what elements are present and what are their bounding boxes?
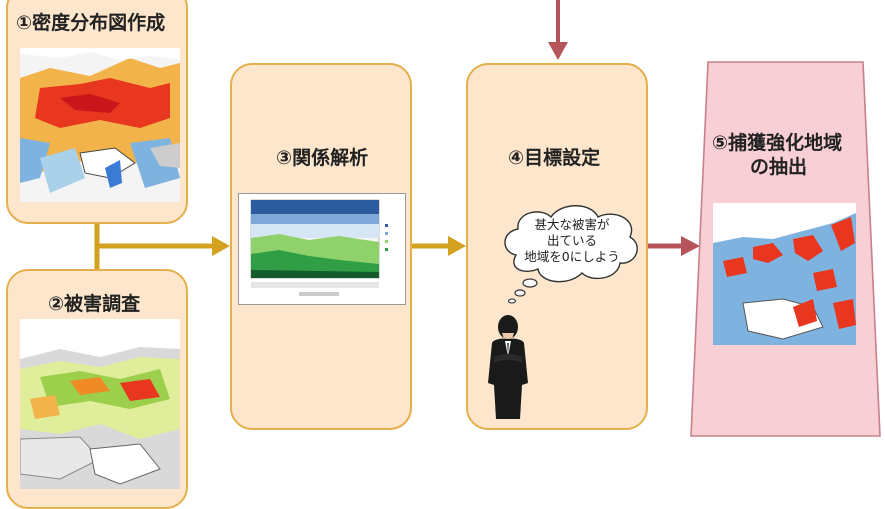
bubble-line1: 甚大な被害が — [534, 217, 610, 232]
businessman-illustration — [488, 315, 528, 419]
step2-box: ②被害調査 — [6, 269, 188, 509]
incoming-arrow — [548, 0, 568, 60]
bubble-line2: 出ている — [546, 233, 597, 248]
step5-title-line2: の抽出 — [750, 156, 808, 178]
step2-title: ②被害調査 — [48, 293, 141, 315]
damage-map — [20, 319, 180, 489]
density-map — [20, 48, 180, 202]
relation-chart-thumbnail — [238, 193, 406, 305]
step4-title: ④目標設定 — [508, 147, 601, 169]
step1-box: ①密度分布図作成 — [6, 0, 188, 224]
bubble-line3: 地域を0にしよう — [524, 249, 620, 264]
step3-box: ③関係解析 — [230, 63, 412, 430]
step5-title-line1: ⑤捕獲強化地域 — [712, 132, 843, 154]
step1-title: ①密度分布図作成 — [16, 12, 166, 34]
step4-box: ④目標設定 甚大な被害が 出ている 地域を0にしよう — [466, 63, 648, 430]
capture-area-map — [713, 203, 856, 345]
thought-bubble — [504, 205, 638, 304]
connector-arrows — [94, 222, 700, 270]
step3-title: ③関係解析 — [276, 147, 369, 169]
